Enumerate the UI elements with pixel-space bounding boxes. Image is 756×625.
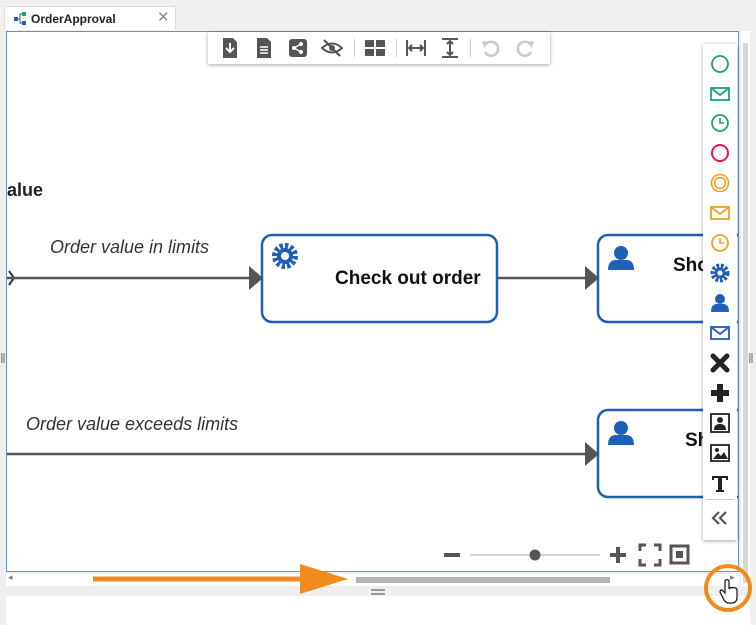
intermediate-timer-event-icon[interactable] bbox=[710, 233, 730, 253]
right-resize-handle-icon[interactable]: ‖ bbox=[748, 350, 754, 366]
message-start-event-icon[interactable] bbox=[710, 84, 730, 104]
service-task-icon[interactable] bbox=[710, 263, 730, 283]
task-label: Check out order bbox=[335, 268, 481, 289]
bottom-panel bbox=[6, 596, 750, 625]
hide-icon[interactable] bbox=[321, 37, 343, 59]
user-icon bbox=[608, 246, 634, 270]
left-resize-handle-icon[interactable]: ‖ bbox=[0, 350, 6, 366]
flow-label-exceeds-limits: Order value exceeds limits bbox=[26, 414, 238, 434]
palette-divider bbox=[706, 499, 734, 500]
document-icon[interactable] bbox=[253, 37, 275, 59]
layout-grid-icon[interactable] bbox=[364, 37, 386, 59]
bottom-resize-handle-icon[interactable] bbox=[370, 588, 386, 596]
undo-icon[interactable] bbox=[480, 37, 502, 59]
flow-arrowhead bbox=[585, 266, 599, 290]
end-event-icon[interactable] bbox=[710, 143, 730, 163]
intermediate-event-icon[interactable] bbox=[710, 173, 730, 193]
user-icon bbox=[608, 421, 634, 445]
diagram-toolbar bbox=[208, 32, 550, 64]
zoom-controls bbox=[444, 543, 690, 567]
fit-height-icon[interactable] bbox=[439, 37, 461, 59]
send-task-icon[interactable] bbox=[710, 323, 730, 343]
toolbar-divider bbox=[396, 39, 397, 57]
parallel-gateway-icon[interactable] bbox=[710, 383, 730, 403]
text-annotation-icon[interactable] bbox=[710, 473, 730, 493]
download-icon[interactable] bbox=[219, 37, 241, 59]
exclusive-gateway-icon[interactable] bbox=[710, 353, 730, 373]
fullscreen-icon[interactable] bbox=[638, 543, 662, 567]
redo-icon[interactable] bbox=[514, 37, 536, 59]
tab-bar: OrderApproval ✕ bbox=[0, 0, 756, 30]
toolbar-divider bbox=[354, 39, 355, 57]
toolbar-divider bbox=[470, 39, 471, 57]
collapse-palette-icon[interactable] bbox=[710, 508, 730, 528]
scroll-right-arrow-icon[interactable]: ▸ bbox=[730, 572, 735, 582]
timer-start-event-icon[interactable] bbox=[710, 113, 730, 133]
fit-to-screen-icon[interactable] bbox=[669, 544, 690, 565]
subprocess-icon[interactable] bbox=[710, 413, 730, 433]
task-label: Sho bbox=[673, 255, 709, 276]
process-icon bbox=[14, 12, 26, 25]
start-event-icon[interactable] bbox=[710, 54, 730, 74]
zoom-out-icon[interactable] bbox=[444, 553, 460, 557]
diagram-canvas[interactable]: alue Order value in limits Check out ord… bbox=[6, 31, 739, 572]
bpmn-diagram: alue Order value in limits Check out ord… bbox=[7, 180, 738, 499]
flow-label-in-limits: Order value in limits bbox=[50, 237, 209, 257]
image-icon[interactable] bbox=[710, 443, 730, 463]
flow-arrowhead bbox=[249, 266, 263, 290]
zoom-slider-handle[interactable] bbox=[529, 549, 541, 561]
horizontal-scrollbar-thumb[interactable] bbox=[356, 577, 610, 583]
intermediate-message-event-icon[interactable] bbox=[710, 203, 730, 223]
task-check-out-order[interactable]: Check out order bbox=[260, 233, 499, 324]
partial-label: alue bbox=[7, 180, 43, 200]
share-icon[interactable] bbox=[287, 37, 309, 59]
close-icon[interactable]: ✕ bbox=[157, 9, 170, 26]
vertical-scrollbar[interactable] bbox=[741, 31, 750, 586]
vertical-scrollbar-thumb[interactable] bbox=[743, 43, 748, 583]
fit-width-icon[interactable] bbox=[405, 37, 427, 59]
zoom-in-icon[interactable] bbox=[610, 547, 626, 563]
tab-title: OrderApproval bbox=[31, 12, 116, 26]
horizontal-scrollbar[interactable]: ◂ ▸ bbox=[6, 572, 739, 586]
element-palette bbox=[703, 44, 737, 540]
user-task-icon[interactable] bbox=[710, 293, 730, 313]
gear-icon bbox=[272, 243, 298, 269]
scroll-left-arrow-icon[interactable]: ◂ bbox=[8, 572, 13, 582]
flow-arrowhead bbox=[585, 442, 599, 466]
tab-orderapproval[interactable]: OrderApproval ✕ bbox=[4, 6, 176, 30]
